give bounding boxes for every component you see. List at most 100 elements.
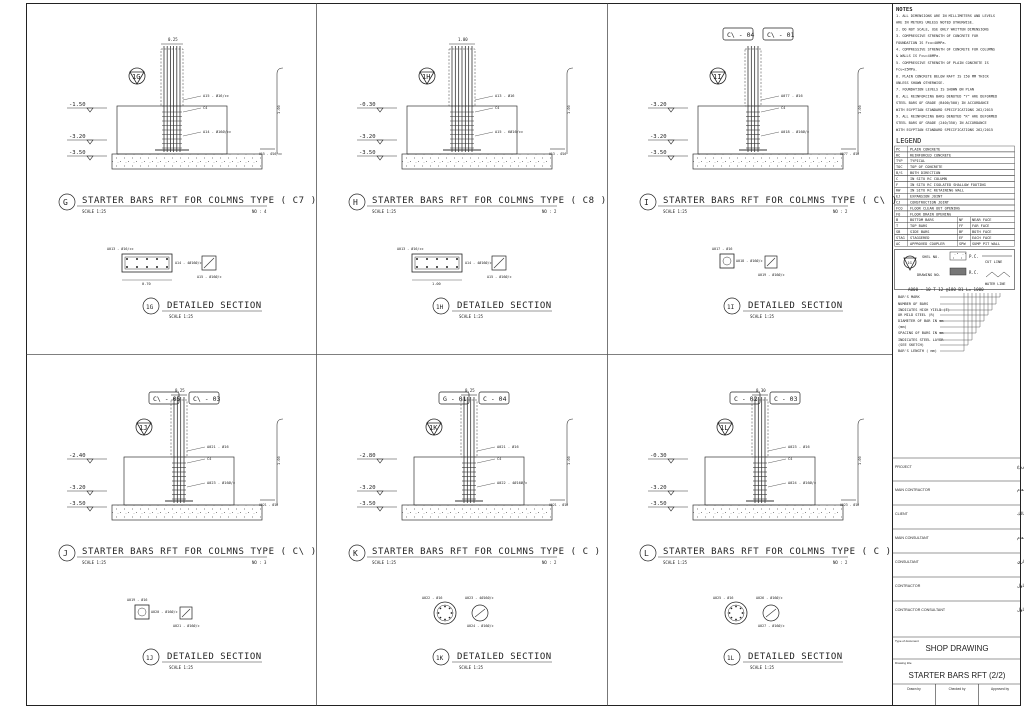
column-ref-label: C\ - 05 — [153, 395, 180, 403]
section-outline — [134, 604, 150, 620]
section-title: DETAILED SECTION — [748, 301, 843, 311]
detail-count: NO : 2 — [542, 560, 557, 565]
column-ref-tag — [729, 391, 761, 405]
detail-count: NO : 2 — [833, 560, 848, 565]
section-bar-dot — [735, 618, 737, 621]
plain-concrete-footing — [401, 153, 553, 170]
bar-length-label: 1.00 — [277, 456, 281, 465]
section-bar-dot — [730, 607, 733, 610]
section-bar-dot — [735, 605, 737, 608]
leader-line — [760, 131, 780, 137]
detail-count: NO : 3 — [252, 560, 267, 565]
level-marker-icon — [667, 107, 675, 113]
legend-abbr: B/S — [896, 171, 903, 175]
column-tag: 1H — [422, 73, 430, 81]
section-bar-dot — [448, 607, 451, 610]
section-note: A14 - 4Ø16Ø/c — [465, 260, 492, 265]
note-line: 5. COMPRESSIVE STRENGTH OF PLAIN CONCRET… — [896, 61, 989, 65]
section-scale: SCALE 1:25 — [750, 314, 775, 319]
section-bar-dot — [444, 618, 446, 621]
leader-line — [476, 458, 496, 464]
title-row-label-ar: المقاول — [1017, 583, 1024, 589]
level-label: -3.50 — [69, 501, 86, 507]
detail-scale: SCALE 1:25 — [82, 560, 107, 565]
legend-abbr: T — [896, 224, 899, 228]
section-marker-icon — [426, 422, 442, 436]
detail-scale: SCALE 1:25 — [372, 560, 397, 565]
legend-meaning: IN SITU RC RETAINING WALL — [910, 189, 964, 193]
leader-line — [767, 446, 787, 452]
legend-abbr: RW — [896, 189, 901, 193]
note-line: 9. ALL REINFORCING BARS DENOTED "R" ARE … — [896, 115, 997, 119]
section-bar-dot — [146, 258, 148, 260]
title-row-label-ar: استشاري المقاول — [1017, 607, 1024, 613]
section-tag-circle — [432, 297, 450, 315]
bar-shape-sketch — [276, 67, 284, 75]
bar-mark-label: C4 — [788, 457, 792, 461]
section-note: A018 - Ø16Ø/c — [736, 258, 763, 263]
callout-label: OR MILD STEEL (R) — [898, 313, 935, 317]
stirrup-shape — [179, 606, 193, 620]
bar-mark-label: A023 - Ø16Ø/c — [207, 480, 235, 485]
column-outline — [160, 48, 184, 107]
detail-title: STARTER BARS RFT FOR COLMNS TYPE ( C ) — [372, 547, 601, 557]
detail-scale: SCALE 1:25 — [372, 209, 397, 214]
detail-scale: SCALE 1:25 — [663, 560, 688, 565]
legend-meaning: BOTH FACE — [972, 230, 991, 234]
level-label: -3.20 — [359, 134, 376, 140]
plain-concrete-footing — [692, 153, 844, 170]
level-marker-icon — [86, 139, 94, 145]
grid-letter: H — [353, 198, 358, 207]
side-block: NOTES 1. ALL DIMENSIONS ARE IN MILLIMETE… — [892, 7, 1024, 706]
section-bar-dot — [446, 258, 448, 260]
stirrup-tie — [474, 608, 486, 618]
level-label: -3.20 — [69, 485, 86, 491]
section-bar-dot — [136, 266, 138, 268]
leader-line — [182, 131, 202, 137]
column-ref-tag — [188, 391, 220, 405]
detail-title: STARTER BARS RFT FOR COLMNS TYPE ( C\ ) — [663, 196, 898, 206]
bar-sketch-mark: A021 - Ø16 — [549, 502, 568, 507]
callout-label: (SEE SKETCH) — [898, 343, 924, 347]
section-marker-icon — [717, 422, 733, 436]
column-ref-label: G - 01 — [443, 395, 467, 403]
grid-letter: I — [644, 198, 649, 207]
section-note: A021 - Ø16Ø/c — [173, 623, 200, 628]
bar-shape-sketch — [276, 418, 284, 426]
column-ref-label: C\ - 03 — [193, 395, 220, 403]
section-bar-dot — [439, 607, 442, 610]
title-row-label: MAIN CONSULTANT — [895, 536, 930, 540]
column-tag: 1G — [132, 73, 140, 81]
detail-count: NO : 2 — [542, 209, 557, 214]
note-line: 1. ALL DIMENSIONS ARE IN MILLIMETERS AND… — [896, 14, 995, 18]
grid-letter: G — [63, 198, 68, 207]
level-marker-icon — [86, 506, 94, 512]
section-marker-icon — [710, 71, 726, 85]
legend-symbol-label: DRAWING NO. — [917, 273, 941, 277]
level-label: -3.20 — [69, 134, 86, 140]
column-tag: 1J — [139, 424, 147, 432]
leader-line — [760, 95, 780, 101]
column-ref-label: C - 04 — [483, 395, 507, 403]
legend-abbr: NF — [959, 218, 963, 222]
legend-meaning: TOP OF CONCRETE — [910, 165, 942, 169]
grid-letter-circle — [348, 544, 366, 562]
drawing-title: STARTER BARS RFT (2/2) — [909, 671, 1006, 680]
legend-meaning: IN SITU RC ISOLATED SHALLOW FOOTING — [910, 183, 986, 187]
column-tag: 1L — [720, 424, 728, 432]
drawing-title-label: Drawing title — [895, 661, 912, 665]
legend-meaning: IN SITU RC COLUMN — [910, 177, 947, 181]
level-label: -3.50 — [650, 501, 667, 507]
legend-symbol-label: WATER LINE — [985, 282, 1005, 286]
leader-line — [474, 95, 494, 101]
section-scale: SCALE 1:25 — [459, 665, 484, 670]
level-marker-icon — [376, 506, 384, 512]
stirrup-shape — [491, 255, 507, 271]
column-outline — [170, 399, 188, 458]
leader-line — [767, 458, 787, 464]
level-marker-icon — [86, 107, 94, 113]
footing-block — [116, 105, 228, 155]
legend-meaning: FLOOR CLEAN OUT OPENING — [910, 206, 960, 210]
title-row-label: CLIENT — [895, 512, 909, 516]
